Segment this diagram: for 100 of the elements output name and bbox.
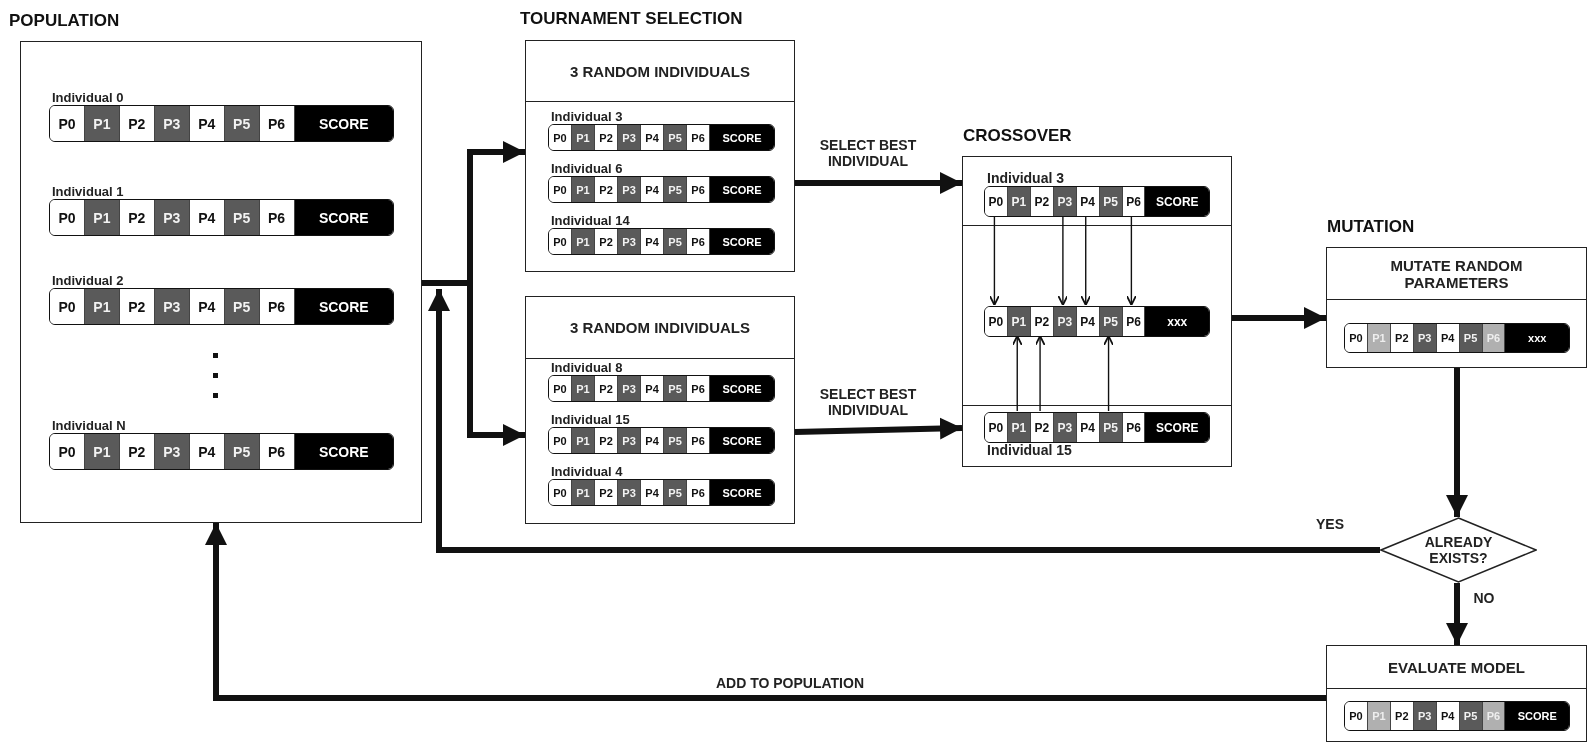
selection-panel	[525, 296, 795, 524]
gene-cell: P3	[618, 229, 642, 254]
gene-cell: P5	[664, 428, 688, 453]
gene-cell: P3	[618, 125, 642, 150]
arrow	[1232, 307, 1326, 329]
score-cell: xxx	[1145, 307, 1209, 336]
gene-cell: P1	[84, 289, 120, 324]
gene-cell: P3	[154, 200, 190, 235]
gene-cell: P1	[572, 229, 596, 254]
chromosome-bar	[984, 306, 1210, 337]
score-cell: SCORE	[294, 200, 393, 235]
gene-cell: P0	[1345, 702, 1368, 730]
score-cell: SCORE	[710, 125, 774, 150]
gene-cell: P3	[618, 480, 642, 505]
score-cell: SCORE	[710, 480, 774, 505]
individual-label: Individual N	[52, 418, 126, 433]
gene-cell: P0	[549, 177, 572, 202]
gene-cell: P5	[664, 376, 688, 401]
gene-cell: P0	[549, 125, 572, 150]
arrow	[989, 215, 1000, 306]
score-cell: SCORE	[1145, 187, 1209, 216]
individual-label: Individual 14	[551, 213, 630, 228]
section-heading: MUTATION	[1327, 217, 1415, 237]
gene-cell: P5	[1099, 187, 1123, 216]
gene-cell: P0	[985, 187, 1008, 216]
panel-header: EVALUATE MODEL	[1327, 646, 1586, 689]
arrow	[794, 417, 963, 440]
panel-header: 3 RANDOM INDIVIDUALS	[526, 41, 794, 102]
gene-cell: P5	[664, 125, 688, 150]
gene-cell: P3	[618, 428, 642, 453]
individual-label: Individual 3	[987, 170, 1064, 186]
section-heading: POPULATION	[9, 11, 120, 31]
gene-cell: P3	[1413, 324, 1437, 352]
evaluation-panel	[1326, 645, 1587, 742]
gene-cell: P3	[154, 434, 190, 469]
arrow	[428, 289, 1380, 553]
arrow	[1103, 335, 1114, 412]
section-heading: CROSSOVER	[963, 126, 1072, 146]
chromosome-bar	[1344, 323, 1570, 353]
gene-cell: P0	[50, 200, 85, 235]
gene-cell: P1	[84, 106, 120, 141]
gene-cell: P3	[1413, 702, 1437, 730]
gene-cell: P3	[154, 289, 190, 324]
decision-diamond	[1380, 517, 1537, 583]
gene-cell: P0	[549, 428, 572, 453]
individual-label: Individual 6	[551, 161, 623, 176]
gene-cell: P5	[1099, 413, 1123, 442]
gene-cell: P0	[50, 289, 85, 324]
score-cell: SCORE	[710, 428, 774, 453]
individual-label: Individual 8	[551, 360, 623, 375]
gene-cell: P5	[1459, 702, 1483, 730]
arrow	[1011, 335, 1023, 412]
arrow	[1057, 215, 1069, 306]
score-cell: SCORE	[710, 177, 774, 202]
gene-cell: P5	[664, 229, 688, 254]
gene-cell: P0	[50, 434, 85, 469]
gene-cell: P1	[1007, 187, 1031, 216]
arrow	[205, 523, 1326, 701]
gene-cell: P0	[549, 480, 572, 505]
gene-cell: P3	[1053, 187, 1077, 216]
gene-cell: P1	[572, 428, 596, 453]
gene-cell: P5	[664, 480, 688, 505]
gene-cell: P5	[224, 200, 260, 235]
gene-cell: P1	[1007, 307, 1031, 336]
decision-text: ALREADY EXISTS?	[1423, 533, 1494, 567]
individual-label: Individual 4	[551, 464, 623, 479]
gene-cell: P0	[1345, 324, 1368, 352]
individual-label: Individual 3	[551, 109, 623, 124]
gene-cell: P0	[549, 376, 572, 401]
gene-cell: P3	[618, 177, 642, 202]
arrow	[1080, 215, 1092, 306]
chromosome-bar	[1344, 701, 1570, 731]
gene-cell: P6	[1482, 324, 1506, 352]
gene-cell: P5	[224, 289, 260, 324]
score-cell: SCORE	[710, 376, 774, 401]
arrow	[795, 172, 962, 194]
arrow	[1126, 215, 1137, 306]
gene-cell: P3	[1053, 413, 1077, 442]
gene-cell: P1	[572, 480, 596, 505]
gene-cell: P0	[549, 229, 572, 254]
section-heading: TOURNAMENT SELECTION	[520, 9, 743, 29]
gene-cell: P3	[618, 376, 642, 401]
individual-label: Individual 2	[52, 273, 124, 288]
arrow	[1446, 583, 1468, 645]
gene-cell: P1	[1367, 702, 1391, 730]
score-cell: SCORE	[294, 106, 393, 141]
score-cell: SCORE	[1145, 413, 1209, 442]
panel-header: MUTATE RANDOM PARAMETERS	[1327, 248, 1586, 300]
arrow	[1034, 335, 1046, 412]
gene-cell: P1	[1007, 413, 1031, 442]
individual-label: Individual 0	[52, 90, 124, 105]
gene-cell: P5	[224, 434, 260, 469]
gene-cell: P0	[985, 307, 1008, 336]
score-cell: SCORE	[294, 434, 393, 469]
score-cell: SCORE	[294, 289, 393, 324]
gene-cell: P1	[1367, 324, 1391, 352]
gene-cell: P1	[572, 125, 596, 150]
gene-cell: P1	[84, 200, 120, 235]
individual-label: Individual 15	[551, 412, 630, 427]
individual-label: Individual 15	[987, 442, 1072, 458]
